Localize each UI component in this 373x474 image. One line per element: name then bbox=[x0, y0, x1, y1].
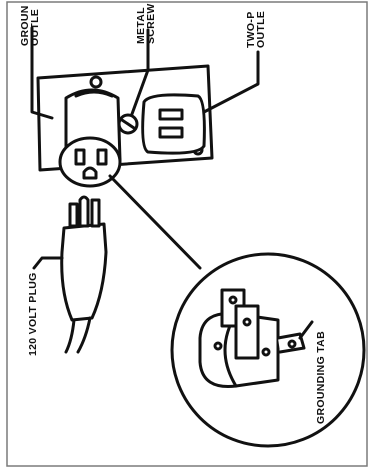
label-grounding-tab: GROUNDING TAB bbox=[315, 331, 327, 424]
label-two-prong-outlet-line2: OUTLE bbox=[255, 11, 267, 48]
plug-cord bbox=[66, 318, 90, 352]
outlet-slot-upper bbox=[160, 110, 182, 119]
magnified-prong-bottom bbox=[236, 306, 258, 358]
plug-ground-pin bbox=[80, 197, 88, 226]
plug-leader bbox=[34, 258, 62, 268]
label-metal-screw-line2: SCREW bbox=[145, 3, 157, 44]
adapter-ground-hole bbox=[84, 168, 96, 178]
magnifier-leader bbox=[110, 176, 200, 268]
label-120-volt-plug: 120 VOLT PLUG bbox=[27, 272, 39, 356]
adapter-slot-right bbox=[98, 150, 106, 164]
outlet-slot-lower bbox=[160, 128, 182, 137]
plug-body bbox=[62, 224, 106, 320]
plug-prong-left bbox=[70, 204, 77, 226]
adapter-slot-left bbox=[76, 150, 84, 164]
plug-prong-right bbox=[92, 200, 99, 226]
two-prong-outlet bbox=[143, 95, 205, 153]
two-prong-outlet-leader bbox=[204, 52, 258, 112]
label-grounded-outlet-line2: OUTLE bbox=[29, 9, 41, 46]
